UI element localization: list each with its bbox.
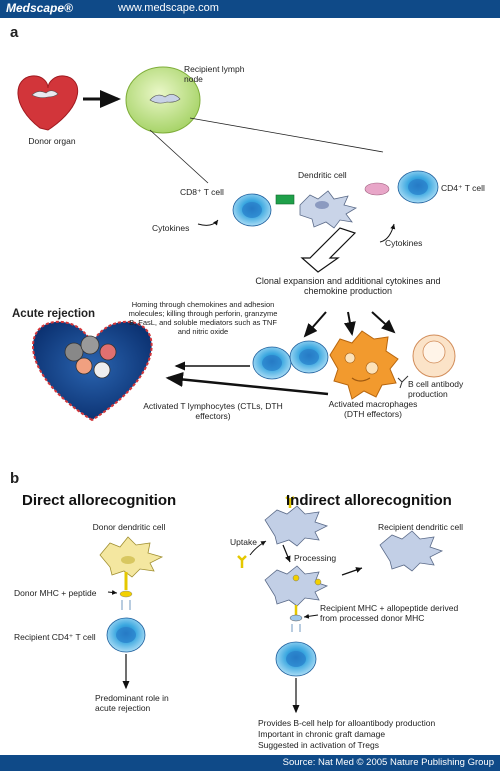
direct-cd4-t-cell <box>106 617 146 653</box>
header-bar: Medscape® www.medscape.com <box>0 0 500 18</box>
activated-macrophages-label: Activated macrophages (DTH effectors) <box>328 399 418 419</box>
recipient-cd4-label: Recipient CD4⁺ T cell <box>14 632 96 642</box>
provides-line-1: Provides B-cell help for alloantibody pr… <box>258 718 436 728</box>
clonal-expansion-arrow <box>300 227 357 273</box>
dendritic-cell-label: Dendritic cell <box>298 170 347 180</box>
homing-text: Homing through chemokines and adhesion m… <box>128 300 278 336</box>
activated-t-label: Activated T lymphocytes (CTLs, DTH effec… <box>143 401 283 421</box>
b-cell <box>397 334 456 389</box>
donor-organ-heart <box>17 75 79 131</box>
processing-label: Processing <box>294 553 337 563</box>
donor-dendritic-label: Donor dendritic cell <box>92 522 166 532</box>
panel-b-letter: b <box>10 470 20 487</box>
recipient-mhc-label: Recipient MHC + allopeptide derived from… <box>320 603 459 623</box>
cd4-t-cell <box>397 170 439 204</box>
indirect-top-dendritic-cell <box>264 505 329 547</box>
clonal-expansion-label: Clonal expansion and additional cytokine… <box>255 276 441 296</box>
indirect-cd4-t-cell <box>275 641 317 677</box>
cd8-t-cell <box>232 193 272 227</box>
brand-logo[interactable]: Medscape® <box>6 1 73 15</box>
panel-a-letter: a <box>10 24 19 41</box>
cytokines-left-label: Cytokines <box>152 223 190 233</box>
indirect-allorecognition-title: Indirect allorecognition <box>286 492 452 509</box>
b-cell-label: B cell antibody production <box>408 379 464 399</box>
donor-organ-label: Donor organ <box>28 136 76 146</box>
cd8-label: CD8⁺ T cell <box>180 187 224 197</box>
acute-rejection-label: Acute rejection <box>12 308 96 320</box>
cytokines-right-label: Cytokines <box>385 238 423 248</box>
activated-macrophage <box>329 330 399 400</box>
mhc-class-i-receptor <box>275 194 295 205</box>
provides-line-2: Important in chronic graft damage <box>258 729 386 739</box>
source-credit: Source: Nat Med © 2005 Nature Publishing… <box>282 757 494 768</box>
mhc-class-ii-receptor <box>364 182 390 196</box>
predominant-label: Predominant role in acute rejection <box>95 693 169 713</box>
uptake-label: Uptake <box>230 537 257 547</box>
provides-line-3: Suggested in activation of Tregs <box>258 740 379 750</box>
direct-allorecognition-title: Direct allorecognition <box>22 492 177 509</box>
dendritic-cell <box>299 190 358 229</box>
node-dendritic-cell <box>149 94 181 104</box>
recipient-dendritic-label: Recipient dendritic cell <box>378 522 464 532</box>
lymph-node-label: Recipient lymph node <box>184 64 245 84</box>
donor-mhc-label: Donor MHC + peptide <box>14 588 97 598</box>
footer-bar: Source: Nat Med © 2005 Nature Publishing… <box>0 755 500 771</box>
activated-t-cells <box>252 340 329 380</box>
site-url[interactable]: www.medscape.com <box>118 2 219 14</box>
recipient-dendritic-cell <box>379 530 444 572</box>
cd4-label: CD4⁺ T cell <box>441 183 485 193</box>
acute-rejection-heart <box>32 320 153 422</box>
processing-dendritic-cell <box>264 565 329 607</box>
